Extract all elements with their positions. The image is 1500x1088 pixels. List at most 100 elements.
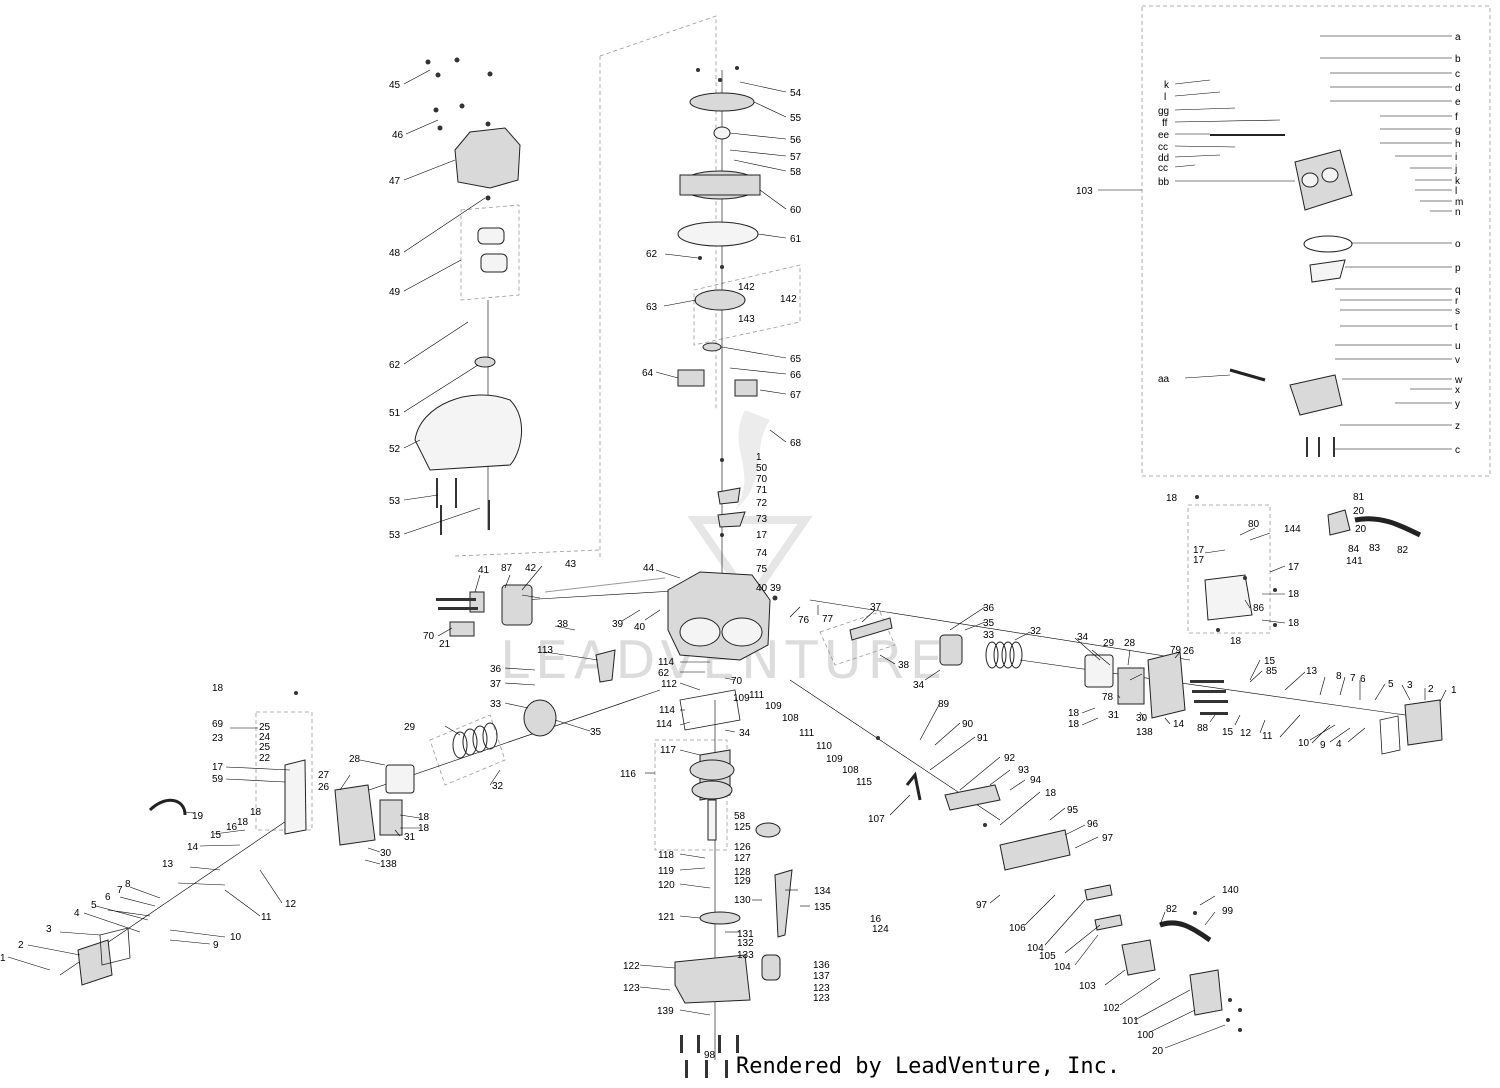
callout[interactable]: 29	[1103, 638, 1115, 649]
callout[interactable]: l	[1455, 186, 1457, 197]
callout[interactable]: 18	[1288, 589, 1300, 600]
callout[interactable]: 81	[1353, 492, 1365, 503]
callout[interactable]: 118	[658, 850, 674, 861]
callout[interactable]: 119	[658, 866, 674, 877]
callout[interactable]: 120	[658, 880, 675, 891]
callout[interactable]: 35	[983, 618, 995, 629]
callout[interactable]: 64	[642, 368, 654, 379]
callout[interactable]: 101	[1122, 1016, 1139, 1027]
callout[interactable]: w	[1454, 375, 1463, 386]
callout[interactable]: 77	[822, 614, 834, 625]
callout[interactable]: 58	[734, 811, 746, 822]
callout[interactable]: 7	[1350, 673, 1356, 684]
callout[interactable]: 6	[105, 892, 111, 903]
callout[interactable]: 62	[658, 668, 670, 679]
callout[interactable]: 138	[380, 859, 397, 870]
callout[interactable]: 70	[731, 676, 743, 687]
callout[interactable]: l	[1164, 92, 1166, 103]
callout[interactable]: 126	[734, 842, 751, 853]
callout[interactable]: 100	[1137, 1030, 1154, 1041]
callout[interactable]: 133	[737, 950, 754, 961]
callout[interactable]: 140	[1222, 885, 1239, 896]
callout[interactable]: 4	[74, 908, 80, 919]
callout[interactable]: 17	[1193, 555, 1205, 566]
callout[interactable]: 142	[780, 294, 797, 305]
callout[interactable]: p	[1455, 263, 1461, 274]
callout[interactable]: 12	[1240, 728, 1252, 739]
callout[interactable]: 39	[770, 583, 782, 594]
callout[interactable]: c	[1455, 69, 1460, 80]
callout[interactable]: 6	[1360, 674, 1366, 685]
callout[interactable]: 1	[756, 452, 762, 463]
callout[interactable]: 82	[1166, 904, 1178, 915]
callout[interactable]: 8	[125, 879, 131, 890]
callout[interactable]: 55	[790, 113, 802, 124]
callout[interactable]: 143	[738, 314, 755, 325]
callout[interactable]: 15	[1222, 727, 1234, 738]
callout[interactable]: 18	[1288, 618, 1300, 629]
callout[interactable]: 37	[870, 602, 882, 613]
callout[interactable]: 121	[658, 912, 675, 923]
callout[interactable]: 26	[1183, 646, 1195, 657]
callout[interactable]: 68	[790, 438, 802, 449]
callout[interactable]: 11	[1262, 731, 1273, 742]
callout[interactable]: aa	[1158, 374, 1170, 385]
callout[interactable]: 67	[790, 390, 802, 401]
callout[interactable]: 136	[813, 960, 830, 971]
callout[interactable]: 110	[816, 741, 832, 752]
callout[interactable]: c	[1455, 445, 1460, 456]
callout[interactable]: 132	[737, 938, 754, 949]
callout[interactable]: 97	[1102, 833, 1114, 844]
callout[interactable]: 60	[790, 205, 802, 216]
callout[interactable]: 32	[492, 781, 504, 792]
callout[interactable]: 139	[657, 1006, 674, 1017]
callout[interactable]: 38	[557, 619, 569, 630]
callout[interactable]: e	[1455, 97, 1461, 108]
callout[interactable]: 13	[1306, 666, 1318, 677]
callout[interactable]: 88	[1197, 723, 1209, 734]
callout[interactable]: 135	[814, 902, 831, 913]
callout[interactable]: dd	[1158, 153, 1169, 164]
callout[interactable]: 24	[259, 732, 271, 743]
callout[interactable]: 130	[734, 895, 751, 906]
callout[interactable]: 12	[285, 899, 297, 910]
callout[interactable]: 49	[389, 287, 401, 298]
callout[interactable]: 10	[1298, 738, 1310, 749]
callout[interactable]: 34	[1077, 632, 1089, 643]
callout[interactable]: bb	[1158, 177, 1170, 188]
callout[interactable]: 103	[1079, 981, 1096, 992]
callout[interactable]: 48	[389, 248, 401, 259]
callout[interactable]: ff	[1162, 118, 1168, 129]
callout[interactable]: 54	[790, 88, 802, 99]
callout[interactable]: 17	[212, 762, 224, 773]
callout[interactable]: 37	[490, 679, 502, 690]
callout[interactable]: 109	[765, 701, 782, 712]
callout[interactable]: 69	[212, 719, 224, 730]
callout[interactable]: 96	[1087, 819, 1099, 830]
callout[interactable]: 2	[18, 940, 24, 951]
callout[interactable]: 83	[1369, 543, 1381, 554]
callout[interactable]: 65	[790, 354, 802, 365]
callout[interactable]: 7	[117, 885, 123, 896]
callout[interactable]: cc	[1158, 142, 1168, 153]
callout[interactable]: 14	[1173, 719, 1185, 730]
callout[interactable]: 95	[1067, 805, 1079, 816]
callout[interactable]: 123	[813, 983, 830, 994]
callout[interactable]: 80	[1248, 519, 1260, 530]
callout[interactable]: 34	[913, 680, 925, 691]
callout[interactable]: 14	[187, 842, 199, 853]
callout[interactable]: 38	[898, 660, 910, 671]
callout[interactable]: m	[1455, 197, 1463, 208]
callout[interactable]: 4	[1336, 739, 1342, 750]
callout[interactable]: 34	[739, 728, 751, 739]
callout[interactable]: 78	[1102, 692, 1114, 703]
callout[interactable]: 18	[418, 812, 430, 823]
callout[interactable]: 18	[250, 807, 262, 818]
callout[interactable]: 33	[490, 699, 502, 710]
callout[interactable]: 20	[1353, 506, 1365, 517]
callout[interactable]: 70	[756, 474, 768, 485]
callout[interactable]: z	[1455, 421, 1460, 432]
callout[interactable]: ee	[1158, 130, 1170, 141]
callout[interactable]: 51	[389, 408, 401, 419]
callout[interactable]: 82	[1397, 545, 1409, 556]
